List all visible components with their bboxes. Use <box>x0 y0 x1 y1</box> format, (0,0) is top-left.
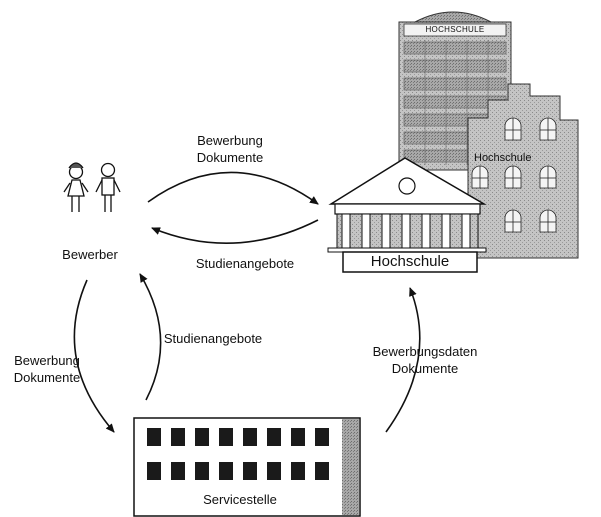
service-center-window <box>219 428 233 446</box>
service-center-window <box>267 462 281 480</box>
university-portico-building <box>327 157 487 273</box>
service-center-window <box>171 428 185 446</box>
service-center-window <box>195 428 209 446</box>
flow-label-service-to-university-line1: Bewerbungsdaten <box>372 344 478 359</box>
service-center-label: Servicestelle <box>203 492 277 507</box>
arrow-applicant-to-service <box>73 279 115 433</box>
service-center-window <box>291 428 305 446</box>
service-center-window <box>291 462 305 480</box>
tower-sign: HOCHSCHULE <box>425 25 485 34</box>
service-center-window <box>219 462 233 480</box>
university-brick-building <box>467 83 579 259</box>
portico-sign: Hochschule <box>370 253 450 270</box>
arrow-applicant-to-university <box>147 171 319 205</box>
arrow-university-to-applicant <box>151 219 319 244</box>
service-center-window <box>315 462 329 480</box>
service-center-window <box>147 428 161 446</box>
service-center-window <box>195 462 209 480</box>
arrow-service-to-university <box>385 287 421 433</box>
service-center-window <box>267 428 281 446</box>
flow-label-applicant-to-university-line2: Dokumente <box>196 150 264 165</box>
flow-label-service-to-applicant: Studienangebote <box>163 331 263 346</box>
service-center-window <box>147 462 161 480</box>
flow-label-applicant-to-university-line1: Bewerbung <box>197 133 263 148</box>
flow-label-applicant-to-service-line2: Dokumente <box>13 370 81 385</box>
service-center-window <box>171 462 185 480</box>
service-center-window <box>243 462 257 480</box>
service-center-windows <box>147 428 329 480</box>
applicant-icon <box>63 162 121 212</box>
service-center-window <box>243 428 257 446</box>
flow-label-applicant-to-service-line1: Bewerbung <box>14 353 80 368</box>
flow-label-service-to-university-line2: Dokumente <box>391 361 459 376</box>
brick-building-sign: Hochschule <box>474 152 532 164</box>
service-center-building <box>133 417 361 517</box>
flow-label-university-to-applicant: Studienangebote <box>195 256 295 271</box>
service-center-window <box>315 428 329 446</box>
applicant-label: Bewerber <box>62 247 118 262</box>
arrow-service-to-applicant <box>139 273 162 401</box>
